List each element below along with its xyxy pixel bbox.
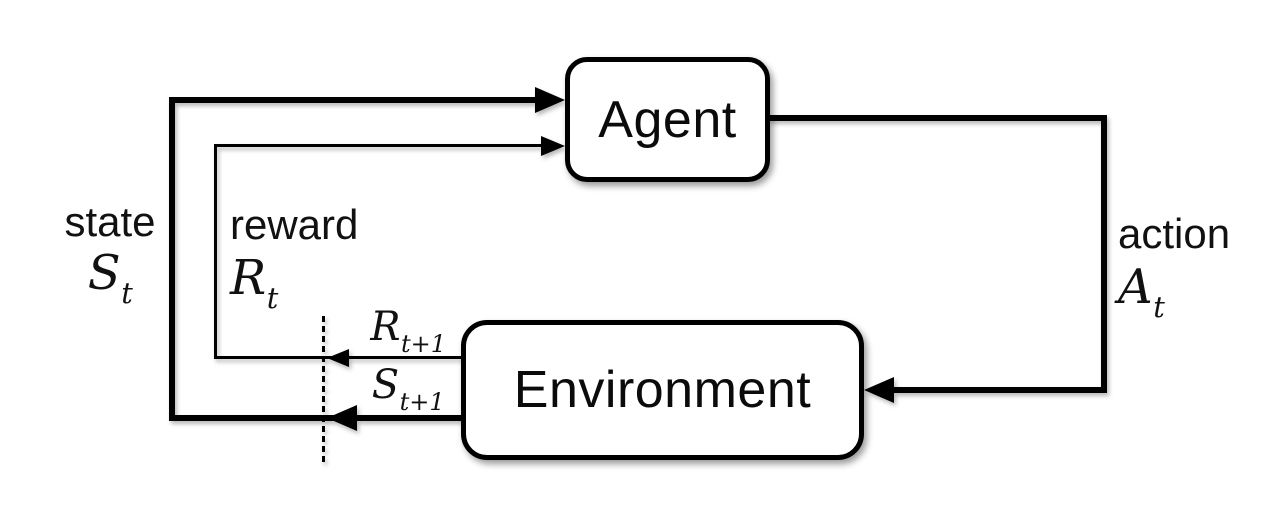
state-edge-label: state St (45, 198, 175, 308)
reward-arrowhead-into-agent-icon (541, 136, 565, 156)
action-line-vertical-segment (1101, 115, 1107, 393)
reward-word: reward (230, 201, 359, 248)
action-arrowhead-into-environment-icon (864, 377, 894, 403)
action-symbol: At (1118, 259, 1165, 322)
reward-symbol-subscript: t (266, 281, 279, 316)
reward-symbol: Rt (230, 250, 278, 313)
action-line-top-segment (768, 115, 1107, 121)
next-reward-edge-label: Rt+1 (358, 304, 458, 356)
environment-label: Environment (513, 361, 812, 419)
reward-line-vertical-segment (214, 144, 217, 359)
state-line-bottom-segment (169, 415, 462, 421)
next-state-symbol-base: S (371, 362, 400, 408)
next-reward-symbol: Rt+1 (370, 304, 446, 356)
agent-box: Agent (565, 57, 770, 182)
state-symbol: St (87, 245, 133, 308)
next-state-symbol-subscript: t+1 (399, 387, 445, 416)
state-line-vertical-segment (169, 97, 175, 421)
action-edge-label: action At (1118, 210, 1231, 322)
state-symbol-base: S (87, 245, 121, 302)
state-arrowhead-into-agent-icon (535, 87, 565, 113)
action-symbol-subscript: t (1153, 290, 1165, 325)
action-line-bottom-segment (893, 387, 1107, 393)
next-reward-arrowhead-icon (327, 349, 349, 367)
action-word: action (1118, 210, 1231, 257)
next-state-arrowhead-icon (327, 405, 357, 431)
agent-label: Agent (598, 90, 737, 149)
reward-edge-label: reward Rt (230, 201, 359, 313)
time-step-boundary-dashed-line (322, 316, 325, 463)
state-word: state (64, 198, 156, 245)
action-symbol-base: A (1118, 259, 1153, 316)
next-state-symbol: St+1 (371, 362, 445, 414)
environment-box: Environment (461, 320, 864, 460)
next-reward-symbol-base: R (370, 304, 401, 350)
state-line-top-segment (169, 97, 537, 103)
state-symbol-subscript: t (121, 276, 133, 311)
next-reward-symbol-subscript: t+1 (401, 329, 447, 358)
reward-symbol-base: R (230, 250, 267, 307)
reward-line-top-segment (214, 144, 541, 147)
next-state-edge-label: St+1 (358, 362, 458, 414)
